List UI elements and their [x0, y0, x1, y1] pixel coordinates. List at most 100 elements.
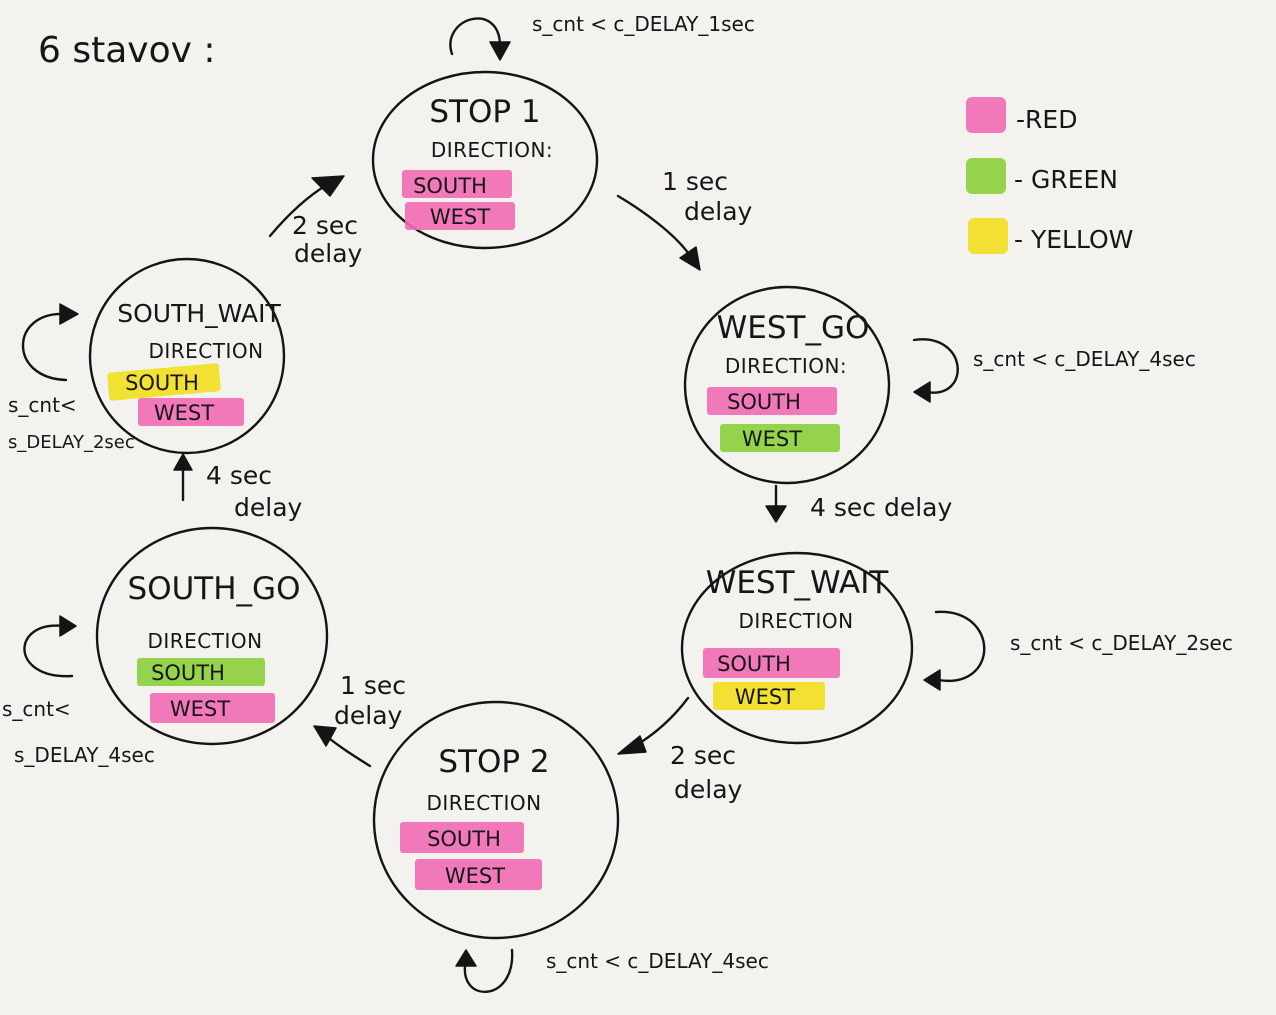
state-south-go: SOUTH_GO DIRECTION SOUTH WEST: [95, 526, 329, 746]
state-west-wait-direction: DIRECTION: [738, 609, 853, 633]
state-south-wait-west-label: WEST: [154, 401, 214, 425]
transition-stop2-to-south-go-label-line1: 1 sec: [340, 671, 406, 700]
state-stop2-circle: [372, 700, 620, 940]
self-loop-west-wait-label: s_cnt < c_DELAY_2sec: [1010, 631, 1233, 655]
self-loop-stop1-arrow: [449, 17, 502, 56]
transition-west-go-to-west-wait-arrowhead: [765, 505, 787, 523]
transition-stop2-to-south-go: 1 sec delay: [313, 671, 406, 768]
state-stop1-west-label: WEST: [430, 205, 490, 229]
transition-stop1-to-west-go: 1 sec delay: [616, 167, 753, 271]
state-south-wait-west-highlight: [138, 398, 244, 426]
self-loop-stop1-arrowhead: [489, 41, 511, 61]
transition-stop1-to-west-go-arrowhead: [679, 246, 701, 271]
transition-stop1-to-west-go-label-line1: 1 sec: [662, 167, 728, 196]
legend-green-label: - GREEN: [1014, 165, 1118, 194]
state-west-wait-south-label: SOUTH: [717, 652, 791, 676]
state-south-go-south-highlight: [137, 658, 265, 686]
state-west-go-south-label: SOUTH: [727, 390, 801, 414]
transition-west-go-to-west-wait: 4 sec delay: [765, 484, 952, 523]
state-south-wait-circle: [88, 257, 286, 455]
state-stop2-direction: DIRECTION: [426, 791, 541, 815]
state-west-wait-circle: [680, 551, 914, 745]
state-south-go-west-label: WEST: [170, 697, 230, 721]
state-stop2-south-highlight: [400, 822, 524, 853]
self-loop-west-go-arrow: [912, 338, 959, 394]
self-loop-south-go-label-line2: s_DELAY_4sec: [14, 743, 155, 767]
state-west-go-direction: DIRECTION:: [725, 354, 847, 378]
state-south-wait-south-label: SOUTH: [125, 371, 199, 395]
transition-south-go-to-south-wait: 4 sec delay: [173, 453, 303, 522]
state-stop1-west-highlight: [405, 202, 515, 230]
state-stop1-name: STOP 1: [429, 94, 540, 130]
state-west-go-west-label: WEST: [742, 427, 802, 451]
state-west-go-circle: [683, 285, 891, 485]
legend-red-label: -RED: [1016, 105, 1077, 134]
self-loop-west-go-label: s_cnt < c_DELAY_4sec: [973, 347, 1196, 371]
state-west-wait: WEST_WAIT DIRECTION SOUTH WEST: [680, 551, 914, 745]
transition-south-wait-to-stop1: 2 sec delay: [268, 175, 363, 268]
state-south-go-direction: DIRECTION: [147, 629, 262, 653]
state-stop2-west-label: WEST: [445, 864, 505, 888]
state-west-wait-west-highlight: [713, 682, 825, 710]
self-loop-south-go-label-line1: s_cnt<: [2, 697, 71, 721]
state-south-go-name: SOUTH_GO: [128, 571, 301, 607]
transition-west-wait-to-stop2-label-line2: delay: [674, 775, 743, 804]
transition-stop2-to-south-go-arrowhead: [313, 725, 337, 747]
state-stop1: STOP 1 DIRECTION: SOUTH WEST: [371, 70, 599, 250]
self-loop-south-wait-arrow: [21, 312, 68, 382]
state-south-wait-south-highlight: [107, 363, 221, 401]
transition-west-wait-to-stop2: 2 sec delay: [617, 696, 743, 804]
state-south-go-south-label: SOUTH: [151, 661, 225, 685]
transition-south-go-to-south-wait-label-line2: delay: [234, 493, 303, 522]
self-loop-west-wait: s_cnt < c_DELAY_2sec: [923, 610, 1233, 691]
legend-red-swatch: [966, 97, 1006, 133]
self-loop-west-go-arrowhead: [913, 381, 931, 403]
transition-south-go-to-south-wait-arrowhead: [173, 453, 193, 471]
state-south-go-circle: [95, 526, 329, 746]
self-loop-south-wait-label-line1: s_cnt<: [8, 393, 77, 417]
state-west-go-name: WEST_GO: [717, 310, 870, 346]
self-loop-stop2-arrowhead: [455, 949, 477, 967]
state-west-go: WEST_GO DIRECTION: SOUTH WEST: [683, 285, 891, 485]
state-south-wait-name: SOUTH_WAIT: [117, 299, 281, 328]
transition-stop1-to-west-go-arrow: [616, 194, 696, 264]
self-loop-stop1-label: s_cnt < c_DELAY_1sec: [532, 12, 755, 36]
transition-stop1-to-west-go-label-line2: delay: [684, 197, 753, 226]
state-stop1-circle: [371, 70, 599, 250]
transition-stop2-to-south-go-arrow: [322, 732, 372, 768]
state-west-wait-name: WEST_WAIT: [706, 565, 890, 601]
transition-south-wait-to-stop1-label-line1: 2 sec: [292, 211, 358, 240]
transition-west-go-to-west-wait-label: 4 sec delay: [810, 493, 952, 522]
self-loop-west-wait-arrowhead: [923, 669, 941, 691]
state-stop2-south-label: SOUTH: [427, 827, 501, 851]
self-loop-south-go: s_cnt< s_DELAY_4sec: [2, 615, 155, 767]
state-stop1-direction: DIRECTION:: [431, 138, 553, 162]
state-stop2-west-highlight: [415, 859, 542, 890]
self-loop-south-go-arrow: [23, 624, 74, 678]
state-south-go-west-highlight: [150, 693, 275, 723]
self-loop-stop1: s_cnt < c_DELAY_1sec: [449, 12, 755, 61]
self-loop-south-wait-label-line2: s_DELAY_2sec: [8, 432, 135, 453]
state-south-wait-direction: DIRECTION: [148, 339, 263, 363]
state-west-wait-west-label: WEST: [735, 685, 795, 709]
self-loop-stop2-arrow: [463, 948, 514, 994]
state-west-wait-south-highlight: [703, 648, 840, 678]
transition-west-wait-to-stop2-arrowhead: [617, 735, 647, 755]
state-stop1-south-label: SOUTH: [413, 174, 487, 198]
self-loop-stop2: s_cnt < c_DELAY_4sec: [455, 948, 769, 994]
self-loop-south-wait-arrowhead: [59, 303, 79, 325]
transition-south-go-to-south-wait-label-line1: 4 sec: [206, 461, 272, 490]
legend-yellow-swatch: [968, 218, 1008, 254]
self-loop-stop2-label: s_cnt < c_DELAY_4sec: [546, 949, 769, 973]
state-west-go-west-highlight: [720, 424, 840, 452]
state-stop2-name: STOP 2: [438, 744, 549, 780]
legend-yellow-label: - YELLOW: [1014, 225, 1133, 254]
legend: -RED - GREEN - YELLOW: [966, 97, 1133, 254]
state-stop2: STOP 2 DIRECTION SOUTH WEST: [372, 700, 620, 940]
self-loop-west-wait-arrow: [934, 610, 986, 683]
state-south-wait: SOUTH_WAIT DIRECTION SOUTH WEST: [88, 257, 286, 455]
diagram-heading: 6 stavov :: [38, 30, 216, 71]
legend-green-swatch: [966, 158, 1006, 194]
state-west-go-south-highlight: [707, 387, 837, 415]
